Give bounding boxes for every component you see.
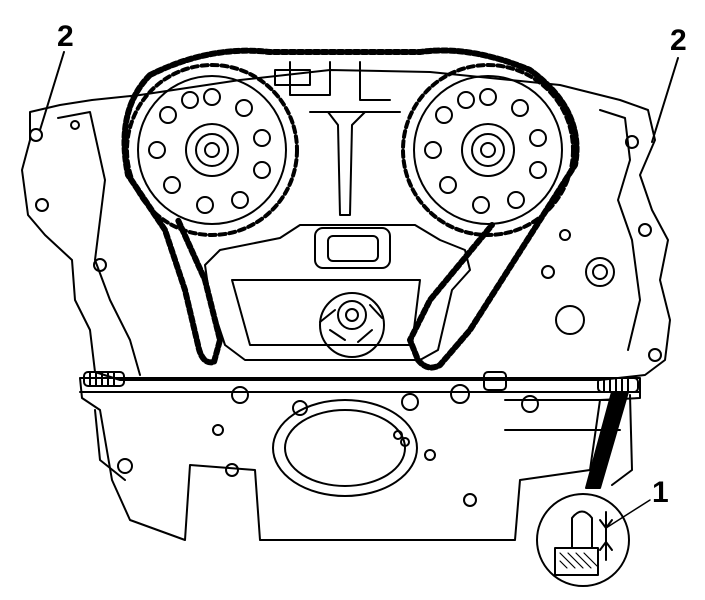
cover-relief-right (599, 109, 641, 351)
right-cam-sprocket (401, 63, 575, 237)
callout-label-2-left: 2 (57, 20, 74, 53)
center-dowel (483, 371, 507, 391)
cover-relief-left (57, 111, 141, 376)
left-dowel-pin (83, 371, 125, 387)
leader-line-2-right (651, 57, 679, 143)
cylinder-head-outline (21, 69, 671, 381)
detail-magnifier (536, 493, 651, 587)
callout-label-1: 1 (652, 476, 669, 509)
leader-line-2-left (39, 51, 65, 131)
engine-block-lower (94, 394, 633, 486)
right-dowel-pin (597, 377, 639, 393)
head-gasket (79, 377, 641, 541)
callout-label-2-right: 2 (670, 24, 687, 57)
water-pump-housing (204, 224, 471, 361)
chain-guide (289, 61, 401, 216)
left-cam-sprocket (125, 63, 299, 237)
detail-pointer (585, 391, 629, 489)
